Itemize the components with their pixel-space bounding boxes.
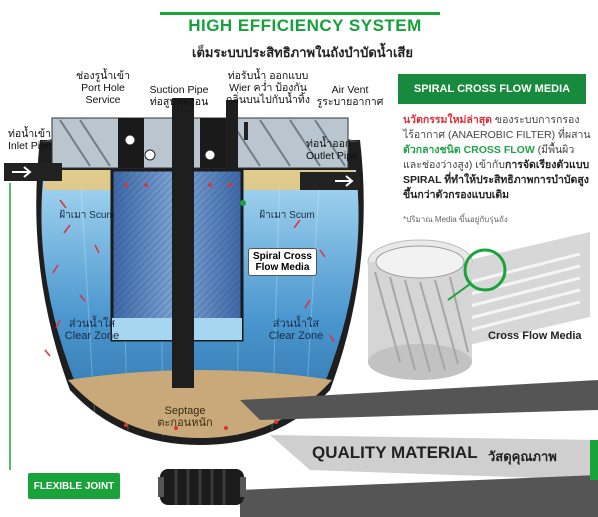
port-hole-label-th: ช่องรูน้ำเข้า <box>76 70 130 82</box>
header-band <box>160 12 440 41</box>
port-hole-label-service: Service <box>85 94 121 106</box>
clear-zone-right-label: ส่วนน้ำใส Clear Zone <box>260 318 332 342</box>
spiral-line-6: ขึ้นกว่าตัวกรองแบบเดิม <box>403 189 510 201</box>
spiral-p4-a: และช่องว่างสูง) เข้ากับ <box>403 159 505 171</box>
page-title: HIGH EFFICIENCY SYSTEM <box>188 16 422 35</box>
air-vent-label-th: รูระบายอากาศ <box>316 96 384 108</box>
outlet-label-en: Outlet Pipe <box>306 150 358 162</box>
air-vent-label-en: Air Vent <box>331 84 369 96</box>
flexible-joint-image <box>158 469 246 505</box>
septage-layer <box>68 370 332 438</box>
page-subtitle: เต็มระบบประสิทธิภาพในถังบำบัดน้ำเสีย <box>192 45 413 60</box>
air-vent-label: Air Vent รูระบายอากาศ <box>316 84 384 108</box>
spiral-note: *ปริมาณ Media ขึ้นอยู่กับรุ่นถัง <box>403 215 508 224</box>
suction-pipe <box>172 98 194 388</box>
clear-zone-left-label: ส่วนน้ำใส Clear Zone <box>56 318 128 342</box>
septage-th: ตะกอนหนัก <box>157 417 213 429</box>
spiral-p4-b: การจัดเรียงตัวแบบ <box>504 159 590 171</box>
port-hole-label: ช่องรูน้ำเข้า Port Hole Service <box>68 70 138 106</box>
outlet-label-th: ท่อน้ำออก <box>306 138 352 150</box>
scum-left-label: ฝ้าเมา Scum <box>59 210 115 221</box>
wier-label: ท่อรับน้ำ ออกแบบ Wier คว่ำ ป้องกัน กลิ่น… <box>222 70 314 106</box>
septage-en: Septage <box>164 405 206 417</box>
gray-wedges <box>240 380 598 517</box>
clear-right-en: Clear Zone <box>268 330 324 342</box>
outlet-pipe <box>300 172 360 190</box>
wier-label-1: ท่อรับน้ำ ออกแบบ <box>227 70 309 82</box>
wier-label-3: กลิ่นบนไปกับน้ำทิ้ง <box>226 94 310 106</box>
spiral-p3-green: ตัวกลางชนิด CROSS FLOW <box>403 144 535 156</box>
clear-left-en: Clear Zone <box>64 330 120 342</box>
spiral-line-2: ไร้อากาศ (ANAEROBIC FILTER) ที่ผสาน <box>403 129 591 141</box>
media-illustration <box>367 232 590 380</box>
spiral-line-1: นวัตกรรมใหม่ล่าสุด ของระบบการกรอง <box>403 113 591 128</box>
spiral-p1-red: นวัตกรรมใหม่ล่าสุด <box>403 114 492 126</box>
spiral-media-label: Spiral Cross Flow Media <box>248 248 317 276</box>
spiral-line-5: SPIRAL ที่ทำให้ประสิทธิภาพการบำบัดสูง <box>403 174 589 186</box>
flexible-joint-tag: FLEXIBLE JOINT <box>28 473 120 499</box>
quality-title: QUALITY MATERIAL <box>312 443 478 462</box>
outlet-label: ท่อน้ำออก Outlet Pipe <box>306 138 358 162</box>
spiral-line-3: ตัวกลางชนิด CROSS FLOW (มีพื้นผิว <box>403 143 591 158</box>
port-hole-label-en: Port Hole <box>81 82 125 94</box>
septage-label: Septage ตะกอนหนัก <box>140 405 230 429</box>
spiral-p1-rest: ของระบบการกรอง <box>491 114 580 126</box>
cross-flow-caption: Cross Flow Media <box>488 330 582 342</box>
spiral-line-4: และช่องว่างสูง) เข้ากับการจัดเรียงตัวแบบ <box>403 158 591 173</box>
wier-label-2: Wier คว่ำ ป้องกัน <box>229 82 307 94</box>
suction-label: Suction Pipe ท่อสูบตะกอน <box>143 84 215 108</box>
clear-right-th: ส่วนน้ำใส <box>272 318 320 330</box>
spiral-media-label-1: Spiral Cross <box>253 251 312 262</box>
inlet-pipe <box>4 163 62 181</box>
inlet-label-th: ท่อน้ำเข้า <box>8 128 51 140</box>
inlet-label-en: Inlet Pipe <box>8 140 52 152</box>
suction-label-th: ท่อสูบตะกอน <box>149 96 209 108</box>
quality-title-th: วัสดุคุณภาพ <box>488 449 557 464</box>
suction-label-en: Suction Pipe <box>149 84 209 96</box>
scum-right-label: ฝ้าเมา Scum <box>259 210 315 221</box>
spiral-description: นวัตกรรมใหม่ล่าสุด ของระบบการกรอง ไร้อาก… <box>403 113 591 203</box>
inlet-label: ท่อน้ำเข้า Inlet Pipe <box>8 128 52 152</box>
spiral-p3-rest: (มีพื้นผิว <box>534 144 575 156</box>
wier-pipe <box>226 100 238 170</box>
clear-left-th: ส่วนน้ำใส <box>68 318 116 330</box>
spiral-media-label-2: Flow Media <box>255 262 310 273</box>
spiral-heading: SPIRAL CROSS FLOW MEDIA <box>398 74 586 104</box>
tank-diagram <box>4 98 364 470</box>
